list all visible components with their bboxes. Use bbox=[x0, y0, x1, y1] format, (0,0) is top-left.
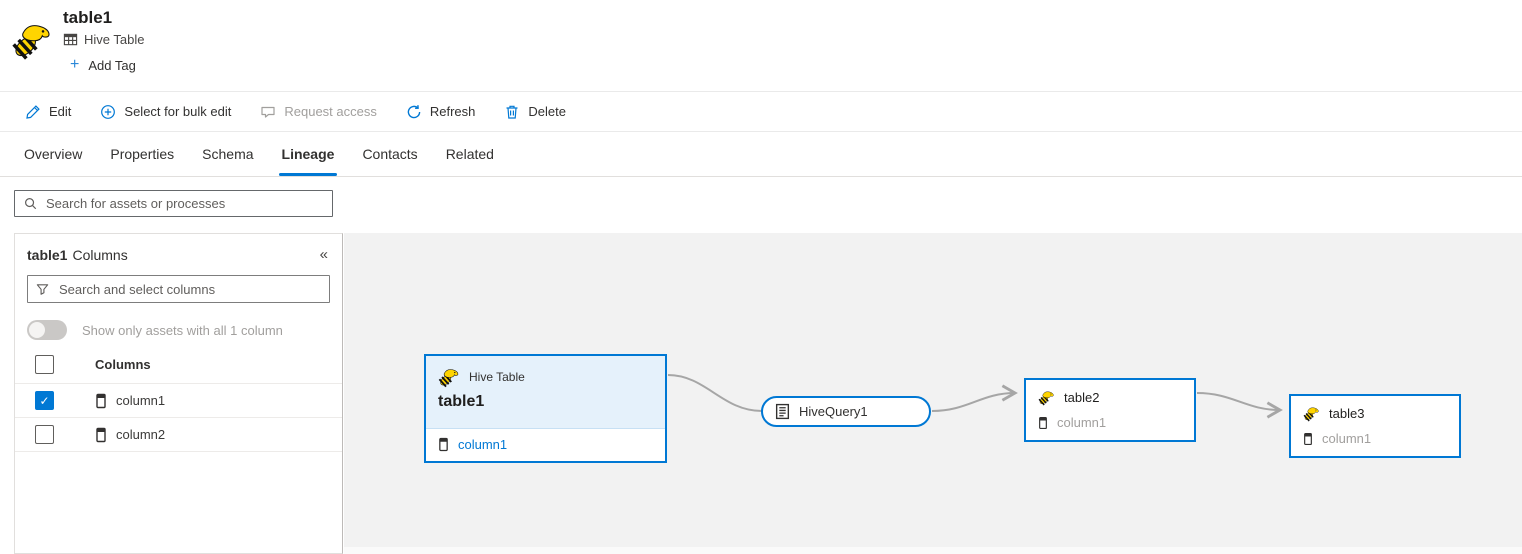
columns-list-header: Columns bbox=[15, 346, 342, 384]
tab-related-label: Related bbox=[445, 146, 494, 162]
columns-panel: table1 Columns « Show only assets with a… bbox=[14, 233, 343, 554]
select-all-checkbox[interactable] bbox=[35, 355, 54, 374]
request-access-label: Request access bbox=[284, 104, 377, 119]
pencil-icon bbox=[26, 104, 40, 119]
column-icon bbox=[438, 437, 449, 452]
column-row-2[interactable]: ✓ column2 bbox=[15, 418, 342, 452]
tab-overview[interactable]: Overview bbox=[10, 132, 96, 176]
bulk-edit-label: Select for bulk edit bbox=[124, 104, 232, 119]
tab-contacts-label: Contacts bbox=[362, 146, 418, 162]
toggle-row: Show only assets with all 1 column bbox=[27, 320, 330, 340]
filter-funnel-icon bbox=[36, 283, 49, 295]
tab-overview-label: Overview bbox=[24, 146, 83, 162]
lineage-node-table1[interactable]: Hive Table table1 column1 bbox=[424, 354, 667, 463]
lineage-edges bbox=[667, 374, 1283, 419]
asset-header: table1 Hive Table + Add Tag bbox=[0, 0, 1522, 91]
asset-type: Hive Table bbox=[63, 32, 144, 47]
delete-button[interactable]: Delete bbox=[504, 104, 566, 120]
columns-panel-header: table1 Columns « bbox=[15, 234, 342, 272]
tab-lineage[interactable]: Lineage bbox=[268, 132, 349, 176]
node-table1-type: Hive Table bbox=[438, 366, 653, 388]
speech-bubble-icon bbox=[261, 106, 275, 118]
column-icon bbox=[1303, 432, 1313, 446]
edge-table1-to-hivequery1 bbox=[667, 374, 763, 412]
panel-title-suffix: Columns bbox=[72, 247, 128, 263]
tab-properties[interactable]: Properties bbox=[96, 132, 188, 176]
refresh-label: Refresh bbox=[429, 104, 476, 119]
tab-contacts[interactable]: Contacts bbox=[348, 132, 431, 176]
tab-schema-label: Schema bbox=[202, 146, 254, 162]
canvas-horizontal-scrollbar[interactable] bbox=[344, 547, 1522, 554]
add-tag-label: Add Tag bbox=[88, 57, 136, 73]
edge-table2-to-table3 bbox=[1196, 392, 1283, 419]
node-table1-name: table1 bbox=[438, 393, 485, 410]
node-table1-column[interactable]: column1 bbox=[426, 428, 665, 459]
lineage-canvas[interactable]: Hive Table table1 column1 HiveQuery1 tab… bbox=[344, 233, 1522, 554]
node-table1-header: Hive Table table1 bbox=[426, 356, 665, 428]
columns-panel-title: table1 Columns bbox=[27, 247, 128, 263]
column-icon bbox=[1038, 416, 1048, 430]
column-icon bbox=[95, 393, 107, 409]
edit-label: Edit bbox=[49, 104, 72, 119]
toggle-label: Show only assets with all 1 column bbox=[82, 322, 283, 338]
lineage-node-table2[interactable]: table2 column1 bbox=[1024, 378, 1196, 442]
node-name: table2 bbox=[1064, 390, 1100, 405]
column-name: column2 bbox=[116, 427, 166, 442]
tab-schema[interactable]: Schema bbox=[188, 132, 267, 176]
process-node-name: HiveQuery1 bbox=[799, 404, 868, 419]
edge-hivequery1-to-table2 bbox=[931, 384, 1018, 412]
node-table2-title: table2 bbox=[1038, 389, 1182, 406]
refresh-button[interactable]: Refresh bbox=[406, 104, 476, 120]
lineage-search-box bbox=[14, 190, 333, 217]
show-all-columns-toggle[interactable] bbox=[27, 320, 67, 340]
lineage-node-table3[interactable]: table3 column1 bbox=[1289, 394, 1461, 458]
tab-lineage-label: Lineage bbox=[281, 146, 335, 162]
column-name: column1 bbox=[116, 393, 166, 408]
hive-logo-icon bbox=[11, 19, 53, 61]
column-icon bbox=[95, 427, 107, 443]
hive-icon bbox=[1303, 405, 1320, 422]
node-table3-column: column1 bbox=[1303, 431, 1447, 446]
node-name: table3 bbox=[1329, 406, 1365, 421]
node-column-name: column1 bbox=[458, 436, 508, 452]
plus-icon: + bbox=[70, 56, 80, 73]
column2-checkbox[interactable]: ✓ bbox=[35, 425, 54, 444]
asset-type-label: Hive Table bbox=[84, 32, 145, 47]
column1-checkbox[interactable]: ✓ bbox=[35, 391, 54, 410]
node-table3-title: table3 bbox=[1303, 405, 1447, 422]
query-document-icon bbox=[774, 403, 791, 420]
bulk-edit-button[interactable]: Select for bulk edit bbox=[100, 104, 231, 120]
circle-plus-icon bbox=[101, 104, 116, 119]
columns-filter-box bbox=[27, 275, 330, 303]
node-table2-column: column1 bbox=[1038, 415, 1182, 430]
node-column-name: column1 bbox=[1057, 415, 1107, 430]
toggle-knob bbox=[29, 322, 45, 338]
columns-header-label: Columns bbox=[95, 357, 151, 372]
column-row-1[interactable]: ✓ column1 bbox=[15, 384, 342, 418]
search-input[interactable] bbox=[44, 195, 324, 212]
delete-label: Delete bbox=[528, 104, 566, 119]
tab-related[interactable]: Related bbox=[432, 132, 508, 176]
node-type-label: Hive Table bbox=[469, 370, 525, 384]
lineage-node-hivequery1[interactable]: HiveQuery1 bbox=[761, 396, 931, 427]
tab-properties-label: Properties bbox=[110, 146, 175, 162]
tab-bar: Overview Properties Schema Lineage Conta… bbox=[0, 132, 1522, 177]
search-icon bbox=[25, 198, 37, 210]
refresh-icon bbox=[407, 104, 421, 118]
command-bar: Edit Select for bulk edit Request access… bbox=[0, 91, 1522, 132]
hive-icon bbox=[1038, 389, 1055, 406]
edit-button[interactable]: Edit bbox=[25, 104, 71, 120]
page-title: table1 bbox=[63, 8, 113, 27]
collapse-panel-button[interactable]: « bbox=[319, 246, 328, 263]
node-column-name: column1 bbox=[1322, 431, 1372, 446]
trash-icon bbox=[506, 105, 518, 119]
add-tag-button[interactable]: + Add Tag bbox=[70, 57, 136, 73]
request-access-button: Request access bbox=[260, 104, 377, 120]
check-icon: ✓ bbox=[39, 393, 50, 408]
columns-filter-input[interactable] bbox=[57, 280, 322, 298]
panel-title-asset: table1 bbox=[27, 247, 68, 263]
table-grid-icon bbox=[63, 32, 78, 47]
hive-icon bbox=[438, 366, 460, 388]
